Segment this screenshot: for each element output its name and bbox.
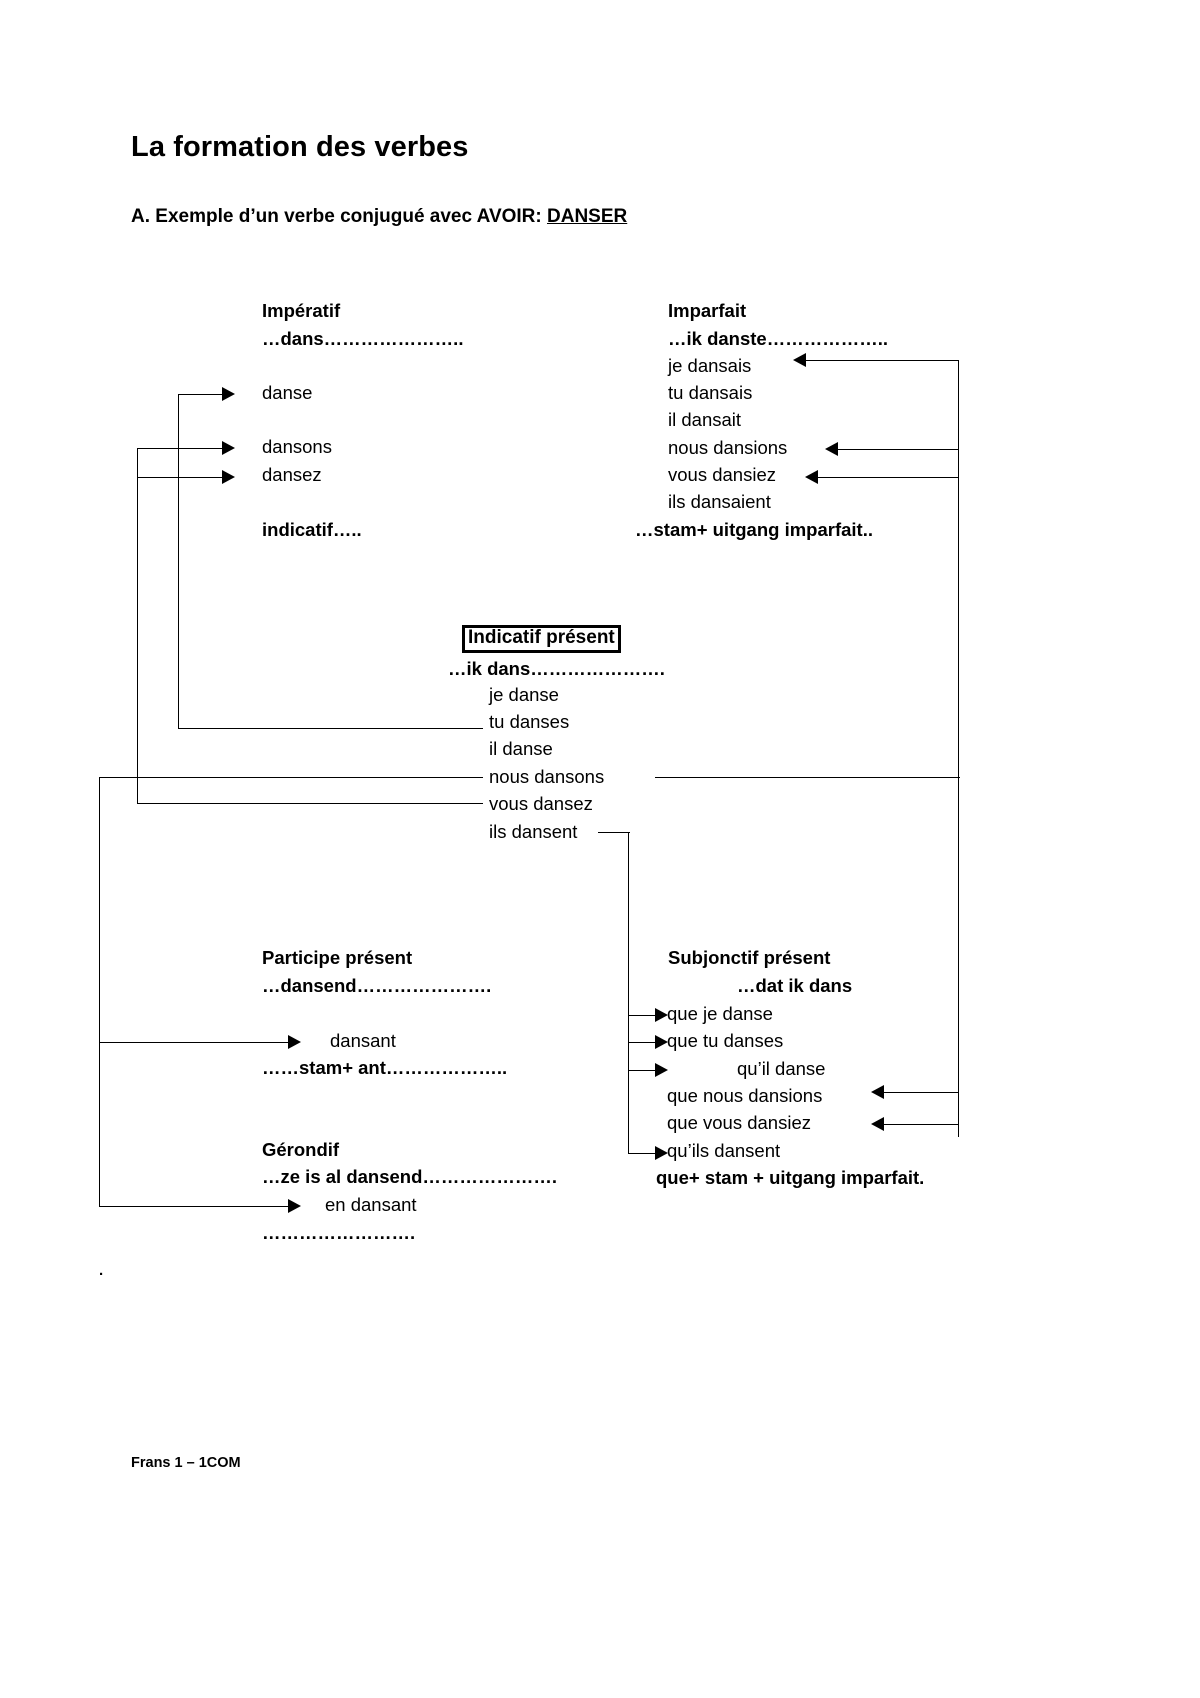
- subjonctif-present-heading: Subjonctif présent: [668, 947, 831, 968]
- connector-subjonctif-tu-line: [628, 1042, 656, 1043]
- page-footer: Frans 1 – 1COM: [131, 1455, 241, 1471]
- participe-present-rule-note: ……stam+ ant………………..: [262, 1057, 508, 1078]
- connector-participe-top: [99, 777, 483, 778]
- connector-participe-trunk: [99, 777, 100, 1042]
- connector-imperatif-danse-line: [178, 394, 223, 395]
- connector-subjonctif-trunk: [628, 832, 629, 1154]
- indicatif-present-form-nous: nous dansons: [489, 766, 605, 787]
- arrowhead-imparfait-je: [793, 353, 806, 367]
- gerondif-stem-note: …ze is al dansend………………….: [262, 1166, 558, 1187]
- participe-present-form: dansant: [330, 1030, 396, 1051]
- connector-subjonctif-il-line: [628, 1070, 656, 1071]
- connector-indicatif-ils-stub: [598, 832, 630, 833]
- imparfait-form-nous: nous dansions: [668, 437, 788, 458]
- arrowhead-subjonctif-je: [655, 1008, 668, 1022]
- indicatif-present-form-je: je danse: [489, 684, 559, 705]
- participe-present-heading: Participe présent: [262, 947, 413, 968]
- connector-indicatif-tu-to-imperatif: [178, 728, 483, 729]
- connector-subjonctif-je-line: [628, 1015, 656, 1016]
- indicatif-present-heading: Indicatif présent: [462, 625, 621, 653]
- connector-imperatif-dansez-line: [137, 477, 223, 478]
- arrowhead-imparfait-vous: [805, 470, 818, 484]
- page-title: La formation des verbes: [131, 131, 469, 163]
- gerondif-rule-note: …………………….: [262, 1222, 416, 1243]
- arrowhead-imperatif-dansez: [222, 470, 235, 484]
- imperatif-heading: Impératif: [262, 300, 341, 321]
- connector-imperatif-dansez-riser: [137, 477, 138, 804]
- arrowhead-subjonctif-nous: [871, 1085, 884, 1099]
- imparfait-form-vous: vous dansiez: [668, 464, 776, 485]
- subjonctif-present-form-je: que je danse: [667, 1003, 773, 1024]
- subjonctif-present-form-nous: que nous dansions: [667, 1085, 823, 1106]
- imperatif-form-dansez: dansez: [262, 464, 322, 485]
- imperatif-rule-note: indicatif…..: [262, 519, 362, 540]
- arrowhead-imperatif-dansons: [222, 441, 235, 455]
- indicatif-present-form-vous: vous dansez: [489, 793, 593, 814]
- imperatif-form-danse: danse: [262, 382, 313, 403]
- indicatif-present-stem-note: …ik dans………………….: [448, 658, 665, 679]
- gerondif-heading: Gérondif: [262, 1139, 340, 1160]
- arrowhead-imparfait-nous: [825, 442, 838, 456]
- arrowhead-imperatif-danse: [222, 387, 235, 401]
- arrowhead-participe-dansant: [288, 1035, 301, 1049]
- connector-imperatif-dansons-line: [137, 448, 223, 449]
- imparfait-form-tu: tu dansais: [668, 382, 753, 403]
- subjonctif-present-form-vous: que vous dansiez: [667, 1112, 811, 1133]
- connector-subjonctif-vous-line: [884, 1124, 958, 1125]
- imparfait-stem-note: …ik danste………………..: [668, 328, 888, 349]
- connector-indicatif-nous-to-imparfait: [655, 777, 960, 778]
- connector-right-long-trunk: [958, 777, 959, 1093]
- imparfait-form-il: il dansait: [668, 409, 742, 430]
- connector-imparfait-vous-line: [818, 477, 958, 478]
- arrowhead-subjonctif-il: [655, 1063, 668, 1077]
- connector-subjonctif-nous-line: [884, 1092, 958, 1093]
- imparfait-form-ils: ils dansaient: [668, 491, 771, 512]
- connector-imparfait-je-line: [806, 360, 958, 361]
- arrowhead-subjonctif-vous: [871, 1117, 884, 1131]
- arrowhead-subjonctif-ils: [655, 1146, 668, 1160]
- connector-participe-dansant-line: [99, 1042, 289, 1043]
- arrowhead-subjonctif-tu: [655, 1035, 668, 1049]
- indicatif-present-form-tu: tu danses: [489, 711, 570, 732]
- imperatif-stem-note: …dans…………………..: [262, 328, 464, 349]
- subjonctif-present-form-ils: qu’ils dansent: [667, 1140, 781, 1161]
- section-a-heading-text: A. Exemple d’un verbe conjugué avec AVOI…: [131, 206, 547, 227]
- connector-imparfait-trunk: [958, 360, 959, 778]
- participe-present-stem-note: …dansend………………….: [262, 975, 492, 996]
- arrowhead-gerondif-en-dansant: [288, 1199, 301, 1213]
- subjonctif-present-rule-note: que+ stam + uitgang imparfait.: [656, 1167, 925, 1188]
- connector-gerondif-line: [99, 1206, 289, 1207]
- imparfait-heading: Imparfait: [668, 300, 747, 321]
- connector-subjonctif-ils-line: [628, 1153, 656, 1154]
- gerondif-form: en dansant: [325, 1194, 417, 1215]
- connector-imparfait-nous-line: [838, 449, 958, 450]
- connector-imperatif-danse-riser: [178, 394, 179, 729]
- imparfait-rule-note: …stam+ uitgang imparfait..: [635, 519, 873, 540]
- indicatif-present-form-il: il danse: [489, 738, 553, 759]
- subjonctif-present-form-tu: que tu danses: [667, 1030, 784, 1051]
- indicatif-present-form-ils: ils dansent: [489, 821, 578, 842]
- subjonctif-present-stem-note: …dat ik dans: [737, 975, 853, 996]
- connector-subjonctif-right-trunk: [958, 1092, 959, 1137]
- imperatif-form-dansons: dansons: [262, 436, 332, 457]
- stray-mark: .: [99, 1262, 104, 1279]
- subjonctif-present-form-il: qu’il danse: [737, 1058, 826, 1079]
- imparfait-form-je: je dansais: [668, 355, 752, 376]
- section-a-verb: DANSER: [547, 206, 628, 227]
- connector-gerondif-riser: [99, 1042, 100, 1207]
- section-a-heading: A. Exemple d’un verbe conjugué avec AVOI…: [131, 206, 627, 228]
- connector-indicatif-vous-to-imperatif-dansez: [137, 803, 483, 804]
